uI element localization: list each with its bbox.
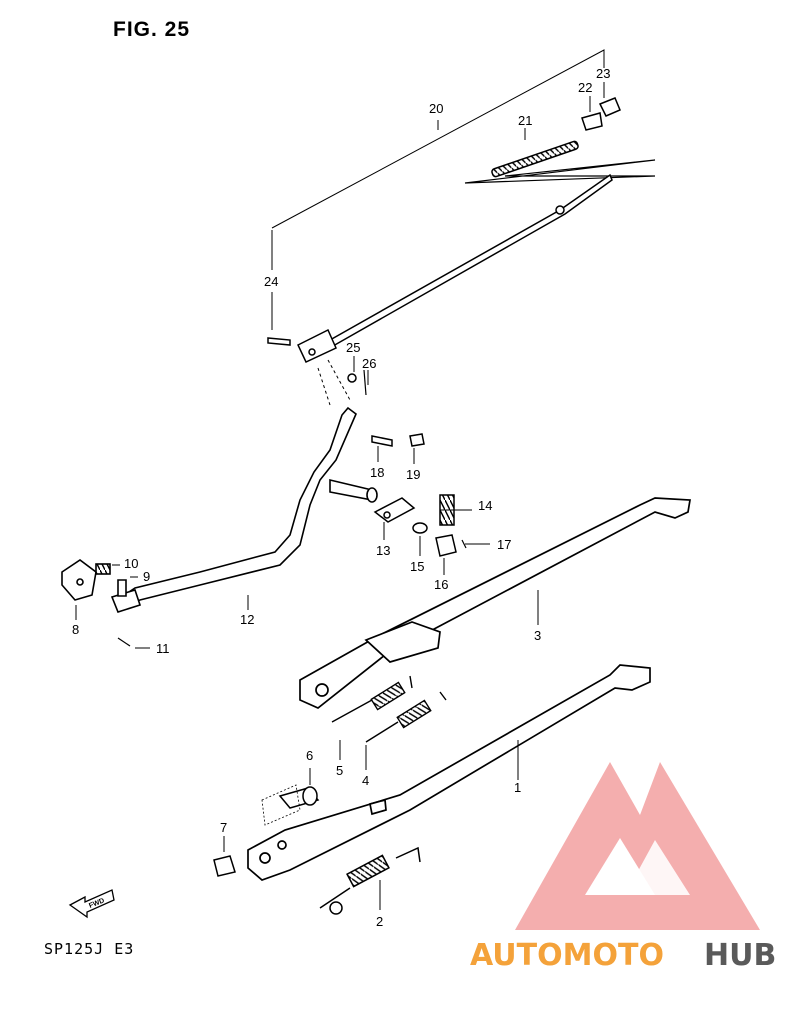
callout-18: 18 — [370, 465, 384, 480]
callout-11: 11 — [156, 641, 170, 656]
callout-8: 8 — [72, 622, 79, 637]
watermark-logo — [515, 762, 760, 930]
callout-10: 10 — [124, 556, 138, 571]
callout-5: 5 — [336, 763, 343, 778]
clevis-24-26 — [267, 328, 367, 406]
callout-26: 26 — [362, 356, 376, 371]
leader-bracket-20 — [271, 49, 605, 270]
callout-25: 25 — [346, 340, 360, 355]
callout-23: 23 — [596, 66, 610, 81]
callout-14: 14 — [478, 498, 492, 513]
callout-20: 20 — [429, 101, 443, 116]
callout-24: 24 — [264, 274, 278, 289]
callout-19: 19 — [406, 467, 420, 482]
callout-7: 7 — [220, 820, 227, 835]
callout-2: 2 — [376, 914, 383, 929]
brake-rod-21-23 — [329, 97, 656, 348]
brake-pedal-12 — [61, 406, 378, 647]
center-stand-3 — [299, 497, 691, 709]
model-code: SP125J E3 — [44, 940, 135, 958]
callout-16: 16 — [434, 577, 448, 592]
callout-labels: 1 2 3 4 5 6 7 8 9 10 11 12 13 14 15 16 1… — [72, 66, 610, 929]
callout-4: 4 — [362, 773, 369, 788]
hardware-2-6-7 — [213, 784, 421, 915]
figure-title: FIG. 25 — [113, 18, 191, 41]
callout-12: 12 — [240, 612, 254, 627]
hardware-13-19 — [371, 433, 467, 557]
callout-6: 6 — [306, 748, 313, 763]
springs-4-5 — [331, 675, 447, 743]
watermark-word-a: AUTOMOTO — [470, 938, 664, 973]
watermark-wordmark: AUTOMOTO HUB — [470, 938, 776, 973]
callout-22: 22 — [578, 80, 592, 95]
callout-1: 1 — [514, 780, 521, 795]
fwd-arrow-icon: FWD — [68, 889, 115, 919]
watermark-word-b: HUB — [704, 938, 776, 973]
callout-13: 13 — [376, 543, 390, 558]
callout-17: 17 — [497, 537, 511, 552]
callout-15: 15 — [410, 559, 424, 574]
side-stand-1 — [247, 664, 651, 881]
leader-lines — [75, 82, 605, 910]
callout-21: 21 — [518, 113, 532, 128]
callout-9: 9 — [143, 569, 150, 584]
callout-3: 3 — [534, 628, 541, 643]
